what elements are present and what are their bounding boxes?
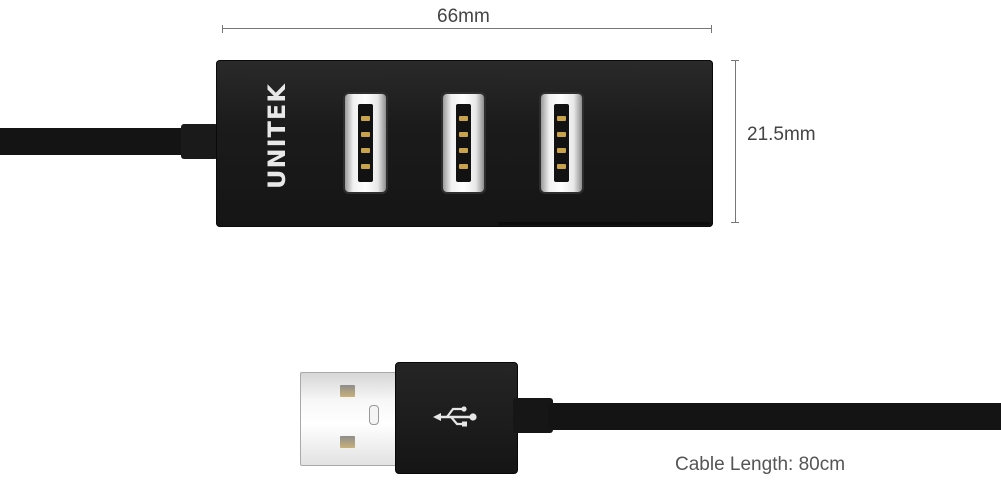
width-dimension-tick-right (711, 25, 712, 33)
usb-port-3 (541, 94, 582, 192)
cable-length-label: Cable Length: 80cm (675, 454, 846, 475)
height-dimension-tick-top (731, 60, 739, 61)
usb-icon (433, 406, 477, 427)
width-dimension-tick-left (222, 25, 223, 33)
plug-slot (369, 405, 379, 425)
hub-cable-boot (181, 124, 218, 159)
width-dimension-line (222, 28, 712, 29)
usb-port-1 (345, 94, 386, 192)
usb-port-2 (443, 94, 484, 192)
height-dimension-line (735, 60, 736, 223)
hub-seam (498, 222, 710, 225)
hub-cable (0, 128, 186, 155)
height-dimension-tick-bottom (731, 222, 739, 223)
height-dimension-label: 21.5mm (747, 124, 816, 145)
plug-strain-relief (513, 398, 553, 433)
width-dimension-label: 66mm (437, 6, 490, 27)
plug-contact-top (340, 385, 355, 397)
plug-contact-bottom (340, 436, 355, 448)
brand-logo: UNITEK (263, 83, 291, 189)
plug-cable (548, 403, 1001, 430)
